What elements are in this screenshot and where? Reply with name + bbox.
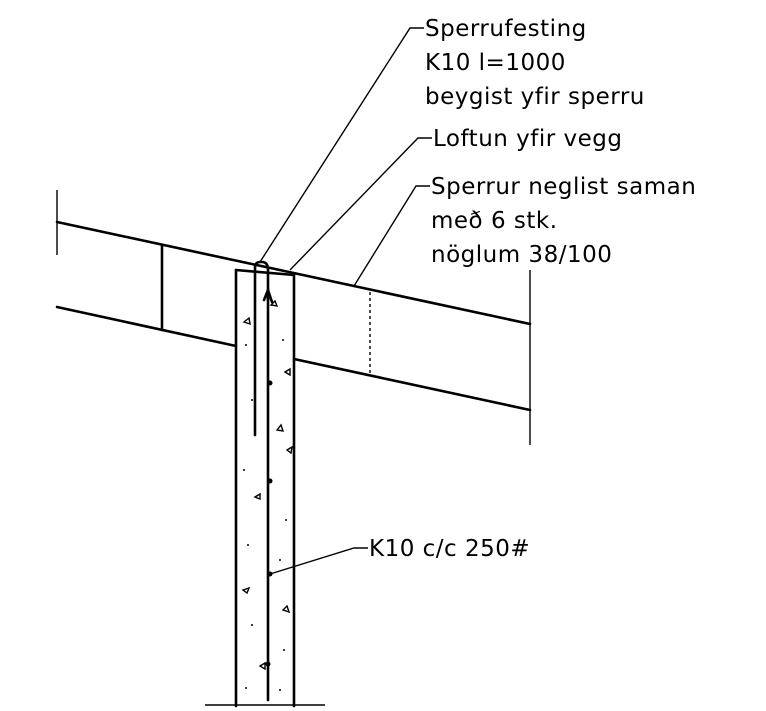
- rafter-fixing-title: Sperrufesting: [425, 16, 587, 42]
- rafter-top-edge: [55, 220, 532, 326]
- concrete-wall: [205, 260, 325, 708]
- leader-wall-ventilation: [289, 137, 432, 271]
- rafter-bottom-edge-right: [292, 357, 532, 412]
- annotation-rafter-nailing: Sperrur neglist saman með 6 stk. nöglum …: [431, 174, 696, 268]
- rafter-fixing-spec: K10 l=1000: [425, 50, 566, 76]
- rafter: [55, 190, 532, 445]
- rafter-nailing-spec: nöglum 38/100: [431, 242, 612, 268]
- rafter-fixing-bar-hook: [262, 286, 274, 304]
- rebar-label: K10 c/c 250#: [369, 536, 530, 562]
- leader-rafter-nailing: [353, 185, 430, 287]
- rafter-bottom-edge-left: [55, 305, 238, 348]
- leader-lines: [259, 27, 432, 575]
- wall-ventilation-label: Loftun yfir vegg: [433, 126, 622, 152]
- rafter-fixing-bar: [253, 260, 270, 437]
- leader-rafter-fixing: [259, 27, 424, 263]
- rafter-nailing-count: með 6 stk.: [431, 208, 558, 234]
- rafter-fixing-note: beygist yfir sperru: [425, 84, 645, 110]
- annotation-rafter-fixing: Sperrufesting K10 l=1000 beygist yfir sp…: [425, 16, 645, 110]
- wall-top-edge: [234, 268, 296, 277]
- leader-rebar: [269, 547, 368, 575]
- rafter-nailing-title: Sperrur neglist saman: [431, 174, 696, 200]
